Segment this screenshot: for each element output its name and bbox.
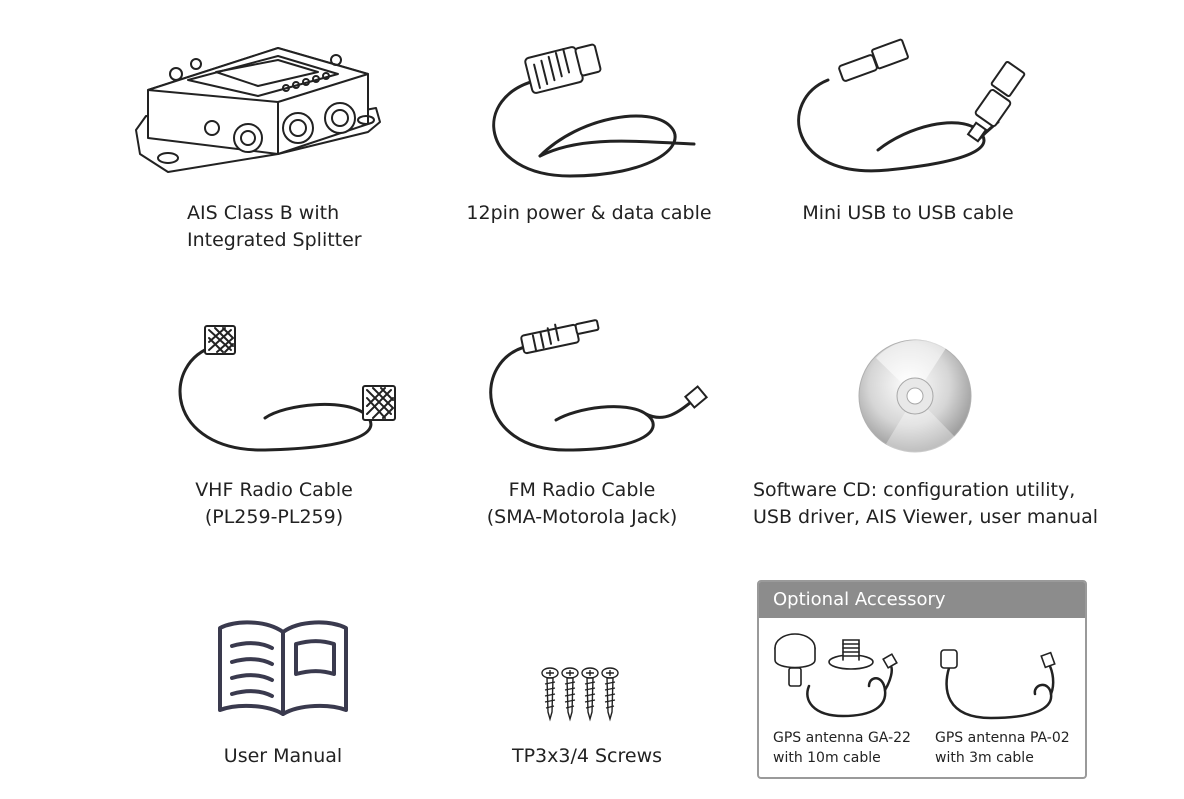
optional-accessory-title: Optional Accessory: [759, 582, 1085, 618]
cd-icon: [858, 339, 972, 454]
screws-caption: TP3x3/4 Screws: [511, 745, 663, 767]
gps-antenna-ga22-icon: [774, 633, 898, 718]
fm-cable-caption: FM Radio Cable(SMA-Motorola Jack): [486, 479, 678, 528]
book-icon: [218, 620, 348, 716]
usb-cable-caption: Mini USB to USB cable: [802, 202, 1014, 224]
fm-cable-icon: [489, 319, 709, 452]
user-manual-caption: User Manual: [223, 745, 343, 767]
gps-antenna-pa02-icon: [940, 649, 1056, 720]
software-cd-caption: Software CD: configuration utility,USB d…: [753, 479, 1099, 528]
screws-icon: [541, 667, 619, 722]
12pin-cable-icon: [492, 43, 696, 178]
ais-transponder-icon: [135, 47, 381, 173]
power-cable-caption: 12pin power & data cable: [466, 202, 712, 224]
usb-cable-icon: [797, 38, 1026, 173]
vhf-cable-caption: VHF Radio Cable(PL259-PL259): [195, 479, 353, 528]
vhf-cable-icon: [178, 325, 396, 452]
